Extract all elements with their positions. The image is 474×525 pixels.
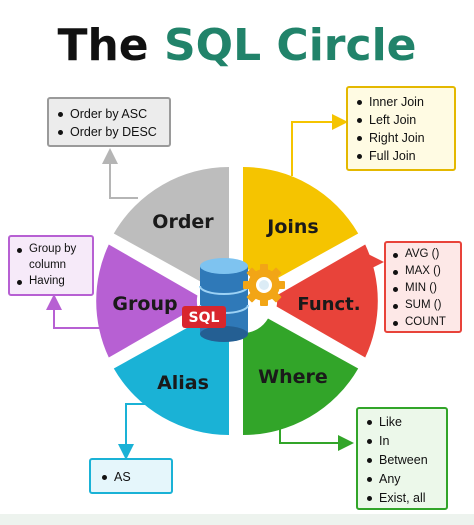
- group-item: Having: [14, 273, 88, 289]
- database-icon: [199, 258, 249, 342]
- connector-alias: [118, 403, 146, 460]
- segment-label-alias: Alias: [157, 372, 209, 394]
- title-part-2: SQL Circle: [163, 20, 417, 71]
- segment-joins: [243, 167, 359, 284]
- connector-joins: [291, 114, 348, 176]
- segment-order: [113, 167, 229, 284]
- where-item: Like: [364, 413, 440, 432]
- joins-item: Inner Join: [354, 93, 448, 111]
- segment-label-funct: Funct.: [297, 294, 360, 315]
- joins-box: Inner Join Left Join Right Join Full Joi…: [346, 86, 456, 171]
- joins-item: Full Join: [354, 147, 448, 165]
- sql-badge: SQL: [182, 306, 226, 328]
- funct-item: COUNT: [390, 314, 456, 331]
- group-item: Group by: [14, 241, 88, 257]
- order-item: Order by ASC: [55, 105, 163, 123]
- alias-item: AS: [99, 468, 163, 486]
- where-box: Like In Between Any Exist, all: [356, 407, 448, 510]
- alias-box: AS: [89, 458, 173, 494]
- group-box: Group by column Having: [8, 235, 94, 296]
- connector-group: [46, 294, 100, 329]
- segment-label-where: Where: [258, 366, 328, 388]
- sql-badge-label: SQL: [189, 310, 220, 326]
- where-item: Exist, all: [364, 489, 440, 508]
- segment-label-order: Order: [152, 211, 214, 233]
- connector-order: [102, 148, 138, 199]
- where-item: Between: [364, 451, 440, 470]
- joins-item: Left Join: [354, 111, 448, 129]
- title-part-1: The: [57, 20, 149, 71]
- funct-item: SUM (): [390, 297, 456, 314]
- where-item: In: [364, 432, 440, 451]
- joins-item: Right Join: [354, 129, 448, 147]
- funct-item: MIN (): [390, 280, 456, 297]
- gear-icon: [243, 264, 285, 306]
- segment-where: [243, 318, 359, 436]
- order-item: Order by DESC: [55, 123, 163, 141]
- segment-label-group: Group: [112, 293, 177, 315]
- funct-item: MAX (): [390, 263, 456, 280]
- group-item-continued: column: [29, 259, 67, 271]
- funct-box: AVG () MAX () MIN () SUM () COUNT: [384, 241, 462, 333]
- where-item: Any: [364, 470, 440, 489]
- connector-where: [279, 420, 354, 451]
- segment-funct: [276, 244, 378, 358]
- bottom-band: [0, 514, 474, 525]
- segment-label-joins: Joins: [265, 216, 318, 238]
- funct-item: AVG (): [390, 246, 456, 263]
- segment-group: [96, 244, 198, 358]
- page-title: The SQL Circle: [0, 14, 474, 78]
- order-box: Order by ASC Order by DESC: [47, 97, 171, 147]
- segment-alias: [113, 318, 229, 435]
